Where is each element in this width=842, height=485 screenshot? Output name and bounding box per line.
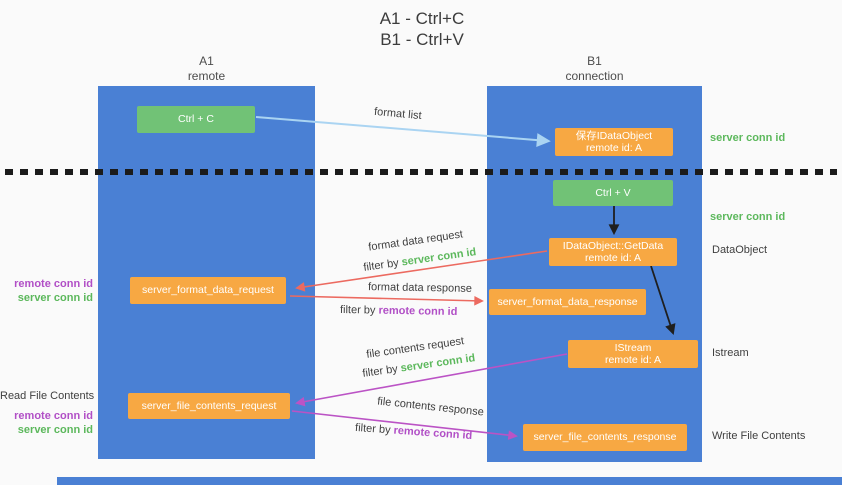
- filter-prefix: filter by: [339, 303, 379, 317]
- filter-by-remote-conn-id-label-1: filter by remote conn id: [340, 304, 458, 318]
- bottom-window-edge: [57, 477, 842, 485]
- format-request-label: server_format_data_request: [142, 284, 274, 297]
- server-format-data-response-box: server_format_data_response: [489, 289, 646, 315]
- format-response-label: server_format_data_response: [497, 295, 638, 308]
- lane-header-b1: B1 connection: [487, 54, 702, 84]
- lane-header-a1: A1 remote: [98, 54, 315, 84]
- lane-b1-subtitle: connection: [565, 69, 624, 83]
- ctrl-v-box: Ctrl + V: [553, 180, 673, 206]
- remote-conn-id-label-top: remote conn id: [14, 278, 93, 290]
- file-response-label: server_file_contents_response: [533, 431, 677, 444]
- title-line-a1: A1 - Ctrl+C: [379, 9, 465, 28]
- lane-a1-subtitle: remote: [187, 69, 226, 83]
- remote-conn-id-label-bottom: remote conn id: [14, 410, 93, 422]
- read-file-contents-label: Read File Contents: [0, 390, 95, 402]
- session-divider-dotted-line: [5, 169, 837, 175]
- dataobject-label: DataObject: [712, 244, 768, 256]
- idataobject-getdata-box: IDataObject::GetData remote id: A: [549, 238, 677, 266]
- server-file-contents-request-box: server_file_contents_request: [128, 393, 290, 419]
- server-conn-id-label-top: server conn id: [710, 132, 786, 144]
- title-line-b1: B1 - Ctrl+V: [380, 30, 464, 49]
- filter-key: remote conn id: [378, 304, 458, 319]
- format-data-response-label: format data response: [367, 281, 473, 295]
- filter-key: server conn id: [399, 352, 477, 375]
- getdata-line1: IDataObject::GetData: [562, 239, 664, 252]
- server-conn-id-label-left-bottom: server conn id: [17, 424, 93, 436]
- save-idataobject-line1: 保存IDataObject: [575, 129, 653, 142]
- format-data-response-arrow: [289, 295, 484, 306]
- filter-prefix: filter by: [354, 421, 394, 437]
- lane-b1-name: B1: [587, 54, 602, 68]
- filter-key: remote conn id: [393, 424, 473, 443]
- lane-a1-name: A1: [199, 54, 214, 68]
- file-contents-response-label: file contents response: [376, 395, 485, 419]
- getdata-line2: remote id: A: [584, 252, 642, 264]
- istream-label: Istream: [712, 347, 749, 359]
- server-conn-id-label-mid: server conn id: [710, 211, 786, 223]
- filter-by-remote-conn-id-label-2: filter by remote conn id: [355, 422, 473, 442]
- write-file-contents-label: Write File Contents: [712, 430, 806, 442]
- server-format-data-request-box: server_format_data_request: [130, 277, 286, 304]
- istream-line2: remote id: A: [604, 354, 662, 366]
- ctrl-v-label: Ctrl + V: [595, 186, 631, 199]
- ctrl-c-box: Ctrl + C: [137, 106, 255, 133]
- istream-line1: IStream: [614, 341, 652, 354]
- filter-prefix: filter by: [362, 256, 403, 274]
- server-file-contents-response-box: server_file_contents_response: [523, 424, 687, 451]
- file-request-label: server_file_contents_request: [141, 399, 277, 412]
- ctrl-c-label: Ctrl + C: [178, 113, 214, 126]
- server-conn-id-label-left-top: server conn id: [17, 292, 93, 304]
- format-list-label: format list: [373, 105, 423, 123]
- filter-prefix: filter by: [361, 362, 402, 380]
- save-idataobject-box: 保存IDataObject remote id: A: [555, 128, 673, 156]
- save-idataobject-line2: remote id: A: [585, 142, 643, 154]
- istream-box: IStream remote id: A: [568, 340, 698, 368]
- filter-key: server conn id: [400, 246, 478, 269]
- diagram-title: A1 - Ctrl+C B1 - Ctrl+V: [322, 8, 522, 50]
